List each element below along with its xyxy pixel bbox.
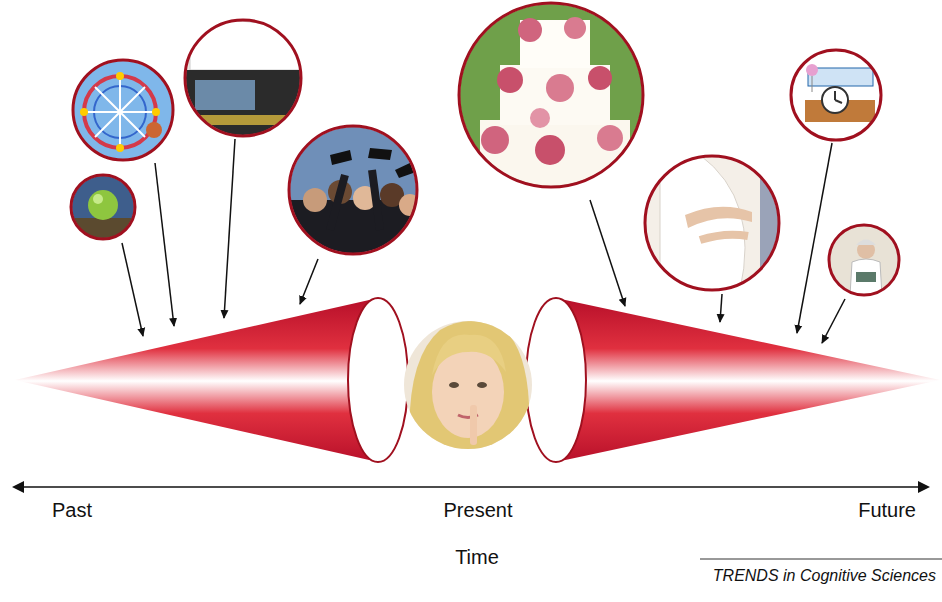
- leader-arrows: [122, 139, 845, 343]
- axis-label: Past: [52, 499, 92, 521]
- axis-title: Time: [455, 546, 499, 568]
- elderly-woman-photo: [828, 224, 900, 296]
- graduation-photo: [285, 125, 425, 260]
- wedding-cake-photo: [455, 0, 655, 190]
- journal-credit: TRENDS in Cognitive Sciences: [713, 567, 936, 585]
- axis-label: Present: [444, 499, 513, 521]
- axis-label: Future: [858, 499, 916, 521]
- time-axis: [12, 481, 930, 493]
- journal-rule: [700, 559, 942, 560]
- face-photo: [400, 318, 540, 453]
- ferris-wheel-photo: [70, 60, 180, 170]
- past-cone: [15, 298, 408, 462]
- future-cone: [526, 298, 940, 462]
- retirement-clock-drawing: [790, 50, 885, 145]
- car-photo: [180, 15, 310, 150]
- apple-photo: [70, 175, 140, 248]
- pregnancy-photo: [645, 155, 785, 290]
